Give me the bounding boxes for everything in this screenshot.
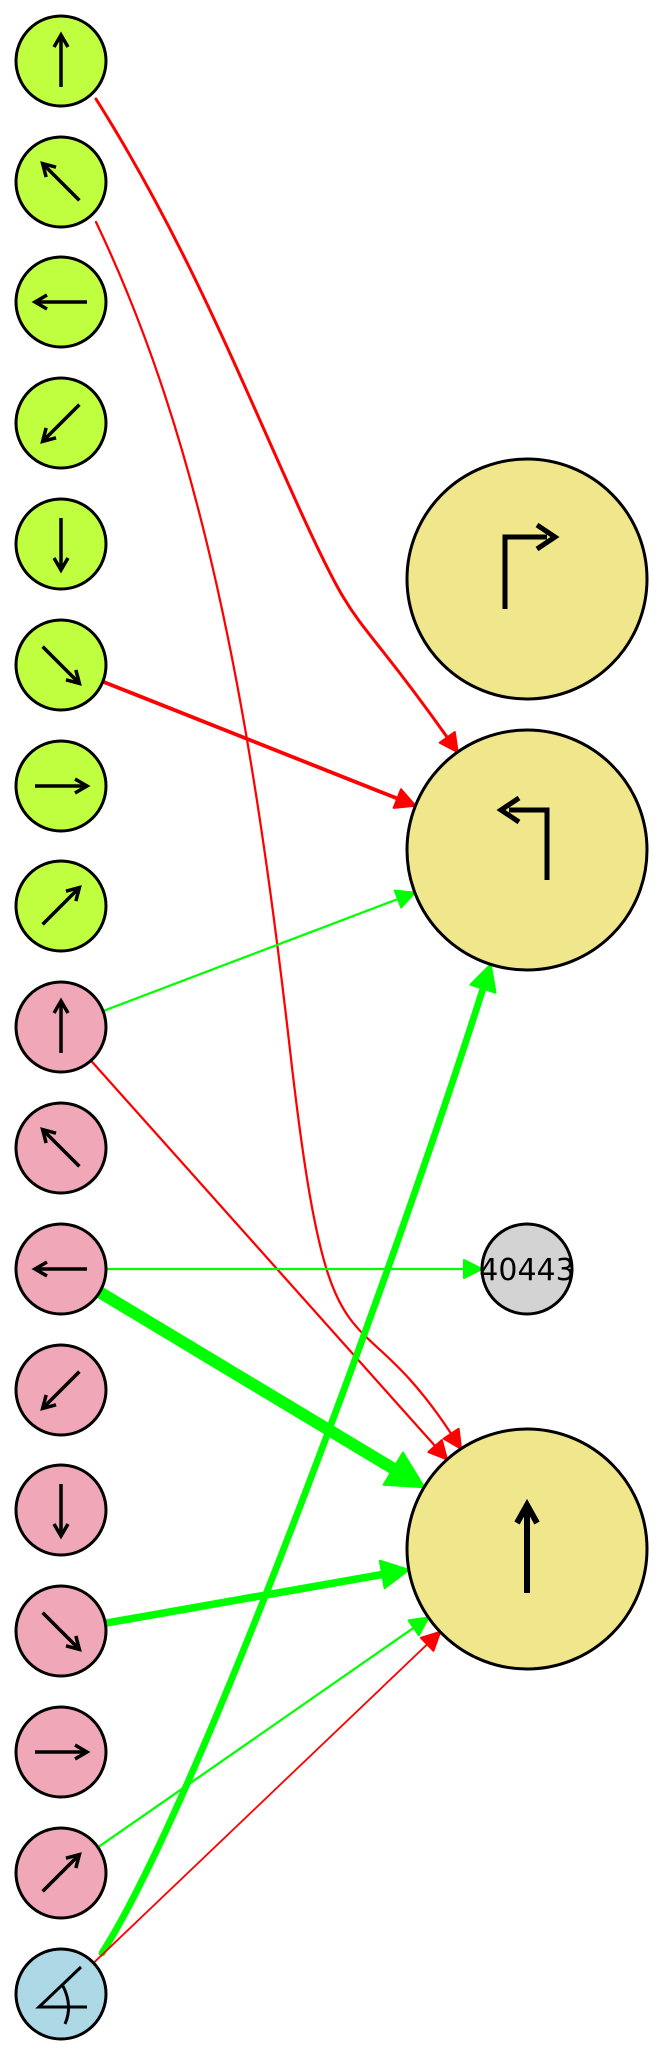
edge-p_up-to-o_forward	[89, 1059, 449, 1461]
edge-arrowhead	[463, 1259, 483, 1279]
arrow-down-right-icon	[41, 1611, 82, 1652]
arrow-down-icon	[52, 1484, 70, 1540]
node-g_upright	[14, 859, 108, 953]
edge-arrowhead	[469, 963, 497, 994]
arrow-down-left-icon	[40, 403, 81, 444]
edge-line	[96, 1626, 415, 1849]
edge-arrowhead	[382, 1451, 426, 1489]
edge-line	[98, 985, 487, 1957]
arrow-up-left-icon	[40, 161, 81, 202]
arrow-down-icon	[52, 518, 70, 574]
turn-right-icon	[502, 522, 560, 609]
node-h_40443: 40443	[479, 1222, 575, 1316]
arrow-right-icon	[35, 1743, 91, 1761]
edge-line	[101, 1570, 386, 1627]
arrow-right-icon	[35, 777, 91, 795]
edge-p_upright-to-o_forward	[96, 1616, 430, 1849]
edge-arrowhead	[419, 1630, 442, 1652]
edge-arrowhead	[393, 889, 416, 909]
edge-b_angle-to-o_turn_left	[98, 963, 497, 1957]
arrow-up-icon	[514, 1498, 540, 1593]
node-p_upright	[14, 1826, 108, 1920]
node-circle	[405, 728, 649, 972]
node-circle	[14, 1947, 108, 2041]
edge-line	[94, 220, 453, 1435]
edge-line	[101, 897, 400, 1013]
node-o_turn_right	[405, 457, 649, 701]
node-g_upleft	[14, 135, 108, 229]
edge-arrowhead	[407, 1616, 430, 1637]
node-circle	[405, 457, 649, 701]
node-g_left	[14, 255, 108, 349]
edge-line	[94, 97, 449, 739]
node-g_right	[14, 739, 108, 833]
arrow-left-icon	[31, 1260, 87, 1278]
edge-arrowhead	[378, 1559, 410, 1590]
edge-arrowhead	[392, 788, 417, 809]
node-p_upleft	[14, 1101, 108, 1195]
edge-b_angle-to-o_forward	[92, 1630, 442, 1964]
nodes-layer: 40443	[14, 14, 649, 2041]
arrow-up-right-icon	[41, 1852, 82, 1893]
node-g_downright	[14, 618, 108, 712]
edge-g_upleft-to-o_forward	[94, 220, 463, 1450]
arrow-down-left-icon	[40, 1370, 81, 1411]
edge-arrowhead	[442, 1427, 463, 1450]
node-circle	[480, 1222, 574, 1316]
edge-p_downright-to-o_forward	[101, 1559, 410, 1627]
arrow-up-left-icon	[40, 1127, 81, 1168]
edge-arrowhead	[438, 731, 459, 754]
edge-p_left-to-o_forward	[93, 1286, 426, 1489]
node-p_downright	[14, 1584, 108, 1678]
node-p_downleft	[14, 1343, 108, 1437]
edge-line	[89, 1059, 437, 1448]
edge-line	[93, 1286, 400, 1475]
arrow-down-right-icon	[41, 645, 82, 686]
node-b_angle	[14, 1947, 108, 2041]
edge-line	[92, 1643, 429, 1964]
arrow-up-icon	[52, 31, 70, 87]
angle-icon	[35, 1965, 87, 2025]
node-p_left	[14, 1222, 108, 1316]
edge-p_up-to-o_turn_left	[101, 889, 416, 1013]
arrow-up-icon	[52, 997, 70, 1053]
edge-p_left-to-h_40443	[104, 1259, 483, 1279]
turn-left-icon	[496, 795, 550, 880]
node-g_down	[14, 497, 108, 591]
node-p_down	[14, 1463, 108, 1557]
edges-layer	[89, 97, 497, 1964]
node-g_downleft	[14, 376, 108, 470]
edge-g_downright-to-o_turn_left	[100, 679, 417, 809]
arrow-up-right-icon	[41, 885, 82, 926]
node-p_right	[14, 1705, 108, 1799]
node-o_forward	[405, 1427, 649, 1671]
node-p_up	[14, 980, 108, 1074]
edge-arrowhead	[427, 1439, 449, 1461]
node-o_turn_left	[405, 728, 649, 972]
node-label: 40443	[479, 1253, 574, 1288]
node-g_up	[14, 14, 108, 108]
edge-line	[100, 679, 400, 801]
edge-g_up-to-o_turn_left	[94, 97, 459, 754]
arrow-left-icon	[31, 293, 87, 311]
